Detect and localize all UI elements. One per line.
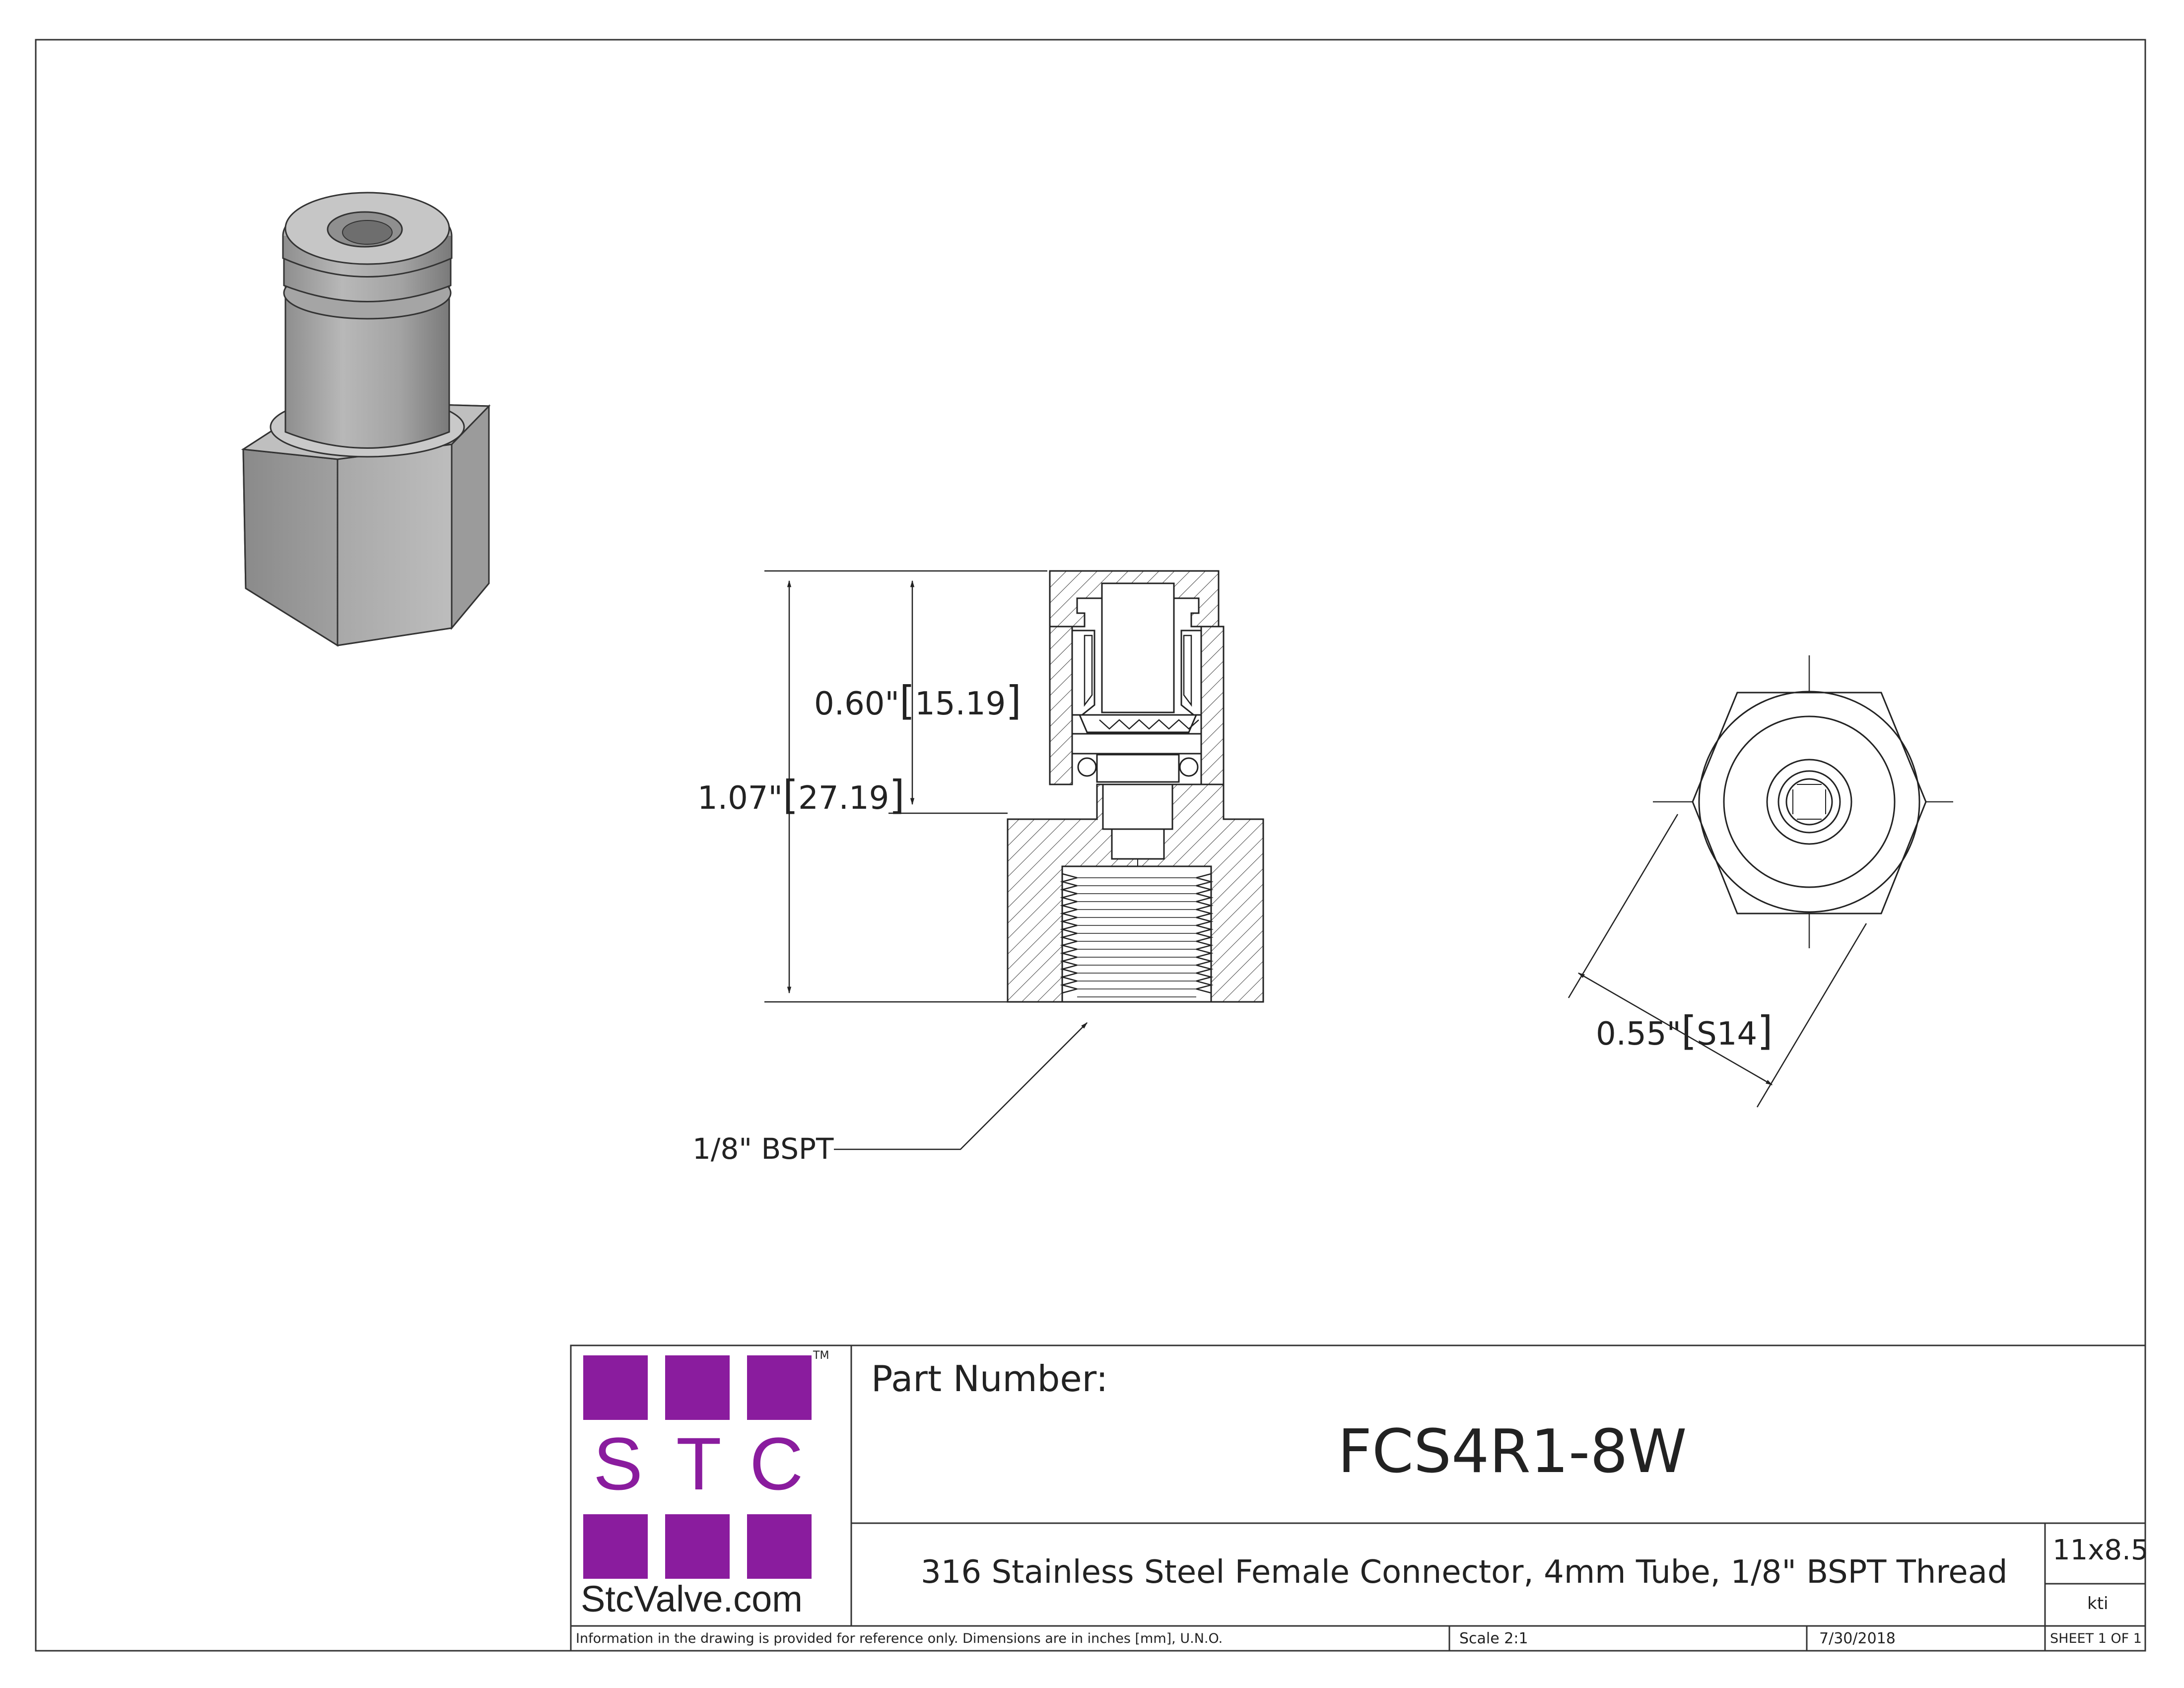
part-number-label: Part Number: — [871, 1358, 1108, 1400]
sheet-number: SHEET 1 OF 1 — [2050, 1631, 2142, 1646]
part-description: 316 Stainless Steel Female Connector, 4m… — [921, 1554, 2008, 1591]
stc-logo — [583, 1355, 812, 1579]
bracket-open: [ — [782, 772, 799, 818]
logo-square — [665, 1355, 730, 1420]
logo-square — [747, 1514, 812, 1579]
dim-hex-mm: S14 — [1697, 1016, 1758, 1053]
disclaimer: Information in the drawing is provided f… — [576, 1631, 1223, 1646]
dim-hex-inch: 0.55" — [1596, 1016, 1681, 1053]
logo-square — [583, 1355, 648, 1420]
dim-inner-height-mm: 15.19 — [915, 686, 1006, 722]
logo-tm: TM — [813, 1349, 829, 1362]
bracket-close: ] — [1006, 678, 1022, 724]
hex-dimension — [1568, 814, 1867, 1108]
bracket-close: ] — [1757, 1008, 1773, 1054]
bracket-open: [ — [1681, 1008, 1697, 1054]
sheet-size: 11x8.5 — [2052, 1534, 2149, 1566]
logo-letter-t: T — [676, 1422, 722, 1505]
bracket-close: ] — [889, 772, 905, 818]
logo-letter-c: C — [750, 1422, 804, 1505]
isometric-view — [241, 192, 491, 647]
logo-square — [583, 1514, 648, 1579]
dim-overall-height-mm: 27.19 — [798, 780, 889, 817]
part-number: FCS4R1-8W — [1338, 1417, 1687, 1486]
dim-overall-height-inch: 1.07" — [697, 780, 783, 817]
logo-site: StcValve.com — [581, 1578, 803, 1619]
dim-overall-height: 1.07"[27.19] — [697, 772, 905, 818]
dim-inner-height-inch: 0.60" — [814, 686, 899, 722]
end-view — [1653, 655, 1953, 948]
title-block-frame — [570, 1344, 2146, 1652]
scale: Scale 2:1 — [1459, 1630, 1528, 1647]
thread-callout: 1/8" BSPT — [692, 1132, 834, 1166]
dim-inner-height: 0.60"[15.19] — [814, 678, 1022, 724]
dim-hex: 0.55"[S14] — [1596, 1008, 1773, 1054]
bracket-open: [ — [899, 678, 915, 724]
logo-letter-s: S — [593, 1422, 643, 1505]
logo-square — [665, 1514, 730, 1579]
section-dimensions — [764, 570, 1088, 1150]
drawing-date: 7/30/2018 — [1819, 1630, 1896, 1647]
logo-square — [747, 1355, 812, 1420]
section-view — [1007, 570, 1264, 1003]
drawn-by: kti — [2087, 1594, 2109, 1614]
